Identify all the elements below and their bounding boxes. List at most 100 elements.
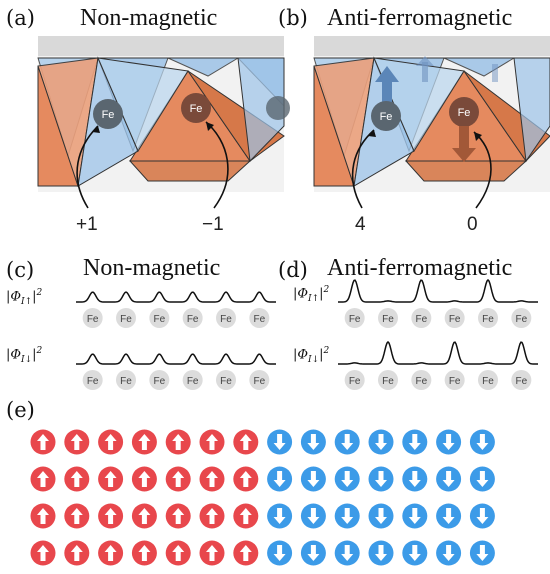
spin-up-icon xyxy=(30,503,56,529)
wavefunction-curve xyxy=(76,291,276,303)
spin-up-icon xyxy=(30,429,56,455)
spin-down-icon xyxy=(436,503,462,529)
d-down-ylabel: |ΦI↓|2 xyxy=(293,346,330,365)
spin-up-icon xyxy=(131,429,157,455)
spin-up-icon xyxy=(64,429,90,455)
fe-site-label: Fe xyxy=(515,314,527,325)
fe-site-disc xyxy=(82,308,103,328)
fe-site-disc xyxy=(378,370,398,390)
spin-down-icon xyxy=(436,429,462,455)
fe-site-disc xyxy=(411,308,432,328)
fe-site-disc xyxy=(249,370,270,390)
spin-up-icon xyxy=(165,540,191,566)
fe-site-label: Fe xyxy=(187,376,199,387)
spin-up-icon xyxy=(98,466,124,492)
spin-down-icon xyxy=(300,503,326,529)
fe-atom-spin-down xyxy=(449,97,479,127)
fe-site-label: Fe xyxy=(349,314,361,325)
fe-site-label: Fe xyxy=(449,376,461,387)
spin-down-icon xyxy=(469,429,495,455)
fe-site-label: Fe xyxy=(120,314,132,325)
fe-site-label: Fe xyxy=(415,314,427,325)
fe-atom-site-1-label: Fe xyxy=(102,109,115,121)
wavefunction-d-spin-up: Fe Fe Fe Fe Fe Fe xyxy=(338,278,538,328)
spin-down-icon xyxy=(267,503,293,529)
fe-site-label: Fe xyxy=(482,314,494,325)
spin-up-icon xyxy=(165,466,191,492)
fe-site-disc xyxy=(116,370,136,390)
spin-up-icon xyxy=(131,540,157,566)
panel-c-label: (c) xyxy=(6,258,35,282)
spin-down-icon xyxy=(267,429,293,455)
spin-grid xyxy=(30,429,495,566)
panel-b-title: Anti-ferromagnetic xyxy=(327,5,513,31)
fe-atom-site-2 xyxy=(181,93,211,123)
fe-site-disc xyxy=(444,370,465,390)
spin-up-icon xyxy=(165,429,191,455)
wavefunction-curve xyxy=(338,278,538,303)
fe-site-disc xyxy=(444,308,465,328)
spin-up-icon xyxy=(98,429,124,455)
fe-atom-site-1 xyxy=(93,99,123,129)
spin-up-icon xyxy=(199,503,225,529)
fe-atom-spin-up-label: Fe xyxy=(380,111,393,123)
fe-site-disc xyxy=(82,370,103,390)
spin-up-icon xyxy=(64,466,90,492)
spin-down-icon xyxy=(368,466,394,492)
fe-atom-site-2-label: Fe xyxy=(190,103,203,115)
fe-site-disc xyxy=(149,308,170,328)
spin-up-icon xyxy=(199,466,225,492)
spin-down-icon xyxy=(300,466,326,492)
fe-site-disc xyxy=(216,308,236,328)
fe-site-disc xyxy=(182,370,203,390)
fe-site-label: Fe xyxy=(382,376,394,387)
fe-atom-spin-up xyxy=(371,101,401,131)
fe-site-label: Fe xyxy=(220,314,232,325)
fe-site-disc xyxy=(116,308,136,328)
spin-up-icon xyxy=(30,466,56,492)
crystal-nonmagnetic-illustration: Fe Fe xyxy=(37,36,290,209)
panel-c-title: Non-magnetic xyxy=(83,255,221,281)
spin-up-icon xyxy=(199,429,225,455)
spin-down-icon xyxy=(402,429,428,455)
fe-site-disc xyxy=(478,370,498,390)
charge-site-1: +1 xyxy=(76,214,98,235)
spin-up-icon xyxy=(165,503,191,529)
spin-down-icon xyxy=(267,466,293,492)
spin-down-icon xyxy=(402,503,428,529)
panel-a-label: (a) xyxy=(6,6,35,30)
spin-up-icon xyxy=(199,540,225,566)
spin-down-icon xyxy=(267,540,293,566)
spin-up-icon xyxy=(64,540,90,566)
spin-down-icon xyxy=(334,540,360,566)
spin-down-icon xyxy=(334,466,360,492)
fe-site-label: Fe xyxy=(449,314,461,325)
spin-down-icon xyxy=(368,540,394,566)
spin-up-icon xyxy=(233,540,259,566)
fe-site-label: Fe xyxy=(482,376,494,387)
panel-a-title: Non-magnetic xyxy=(80,5,218,31)
fe-site-label: Fe xyxy=(253,376,265,387)
spin-down-icon xyxy=(402,540,428,566)
fe-site-label: Fe xyxy=(382,314,394,325)
spin-down-icon xyxy=(436,466,462,492)
fe-atom-spin-down-label: Fe xyxy=(458,107,471,119)
charge-site-spin-down: 0 xyxy=(467,214,478,235)
spin-down-icon xyxy=(334,503,360,529)
spin-down-icon xyxy=(469,503,495,529)
spin-down-icon xyxy=(436,540,462,566)
fe-site-disc xyxy=(378,308,398,328)
fe-site-disc xyxy=(344,308,365,328)
fe-site-disc xyxy=(249,308,270,328)
c-up-ylabel: |ΦI↑|2 xyxy=(6,288,43,307)
spin-down-icon xyxy=(469,466,495,492)
charge-site-2: −1 xyxy=(202,214,224,235)
fe-site-disc xyxy=(511,370,532,390)
fe-site-label: Fe xyxy=(220,376,232,387)
fe-site-disc xyxy=(216,370,236,390)
c-down-ylabel: |ΦI↓|2 xyxy=(6,346,43,365)
fe-site-disc xyxy=(182,308,203,328)
spin-up-icon xyxy=(233,429,259,455)
